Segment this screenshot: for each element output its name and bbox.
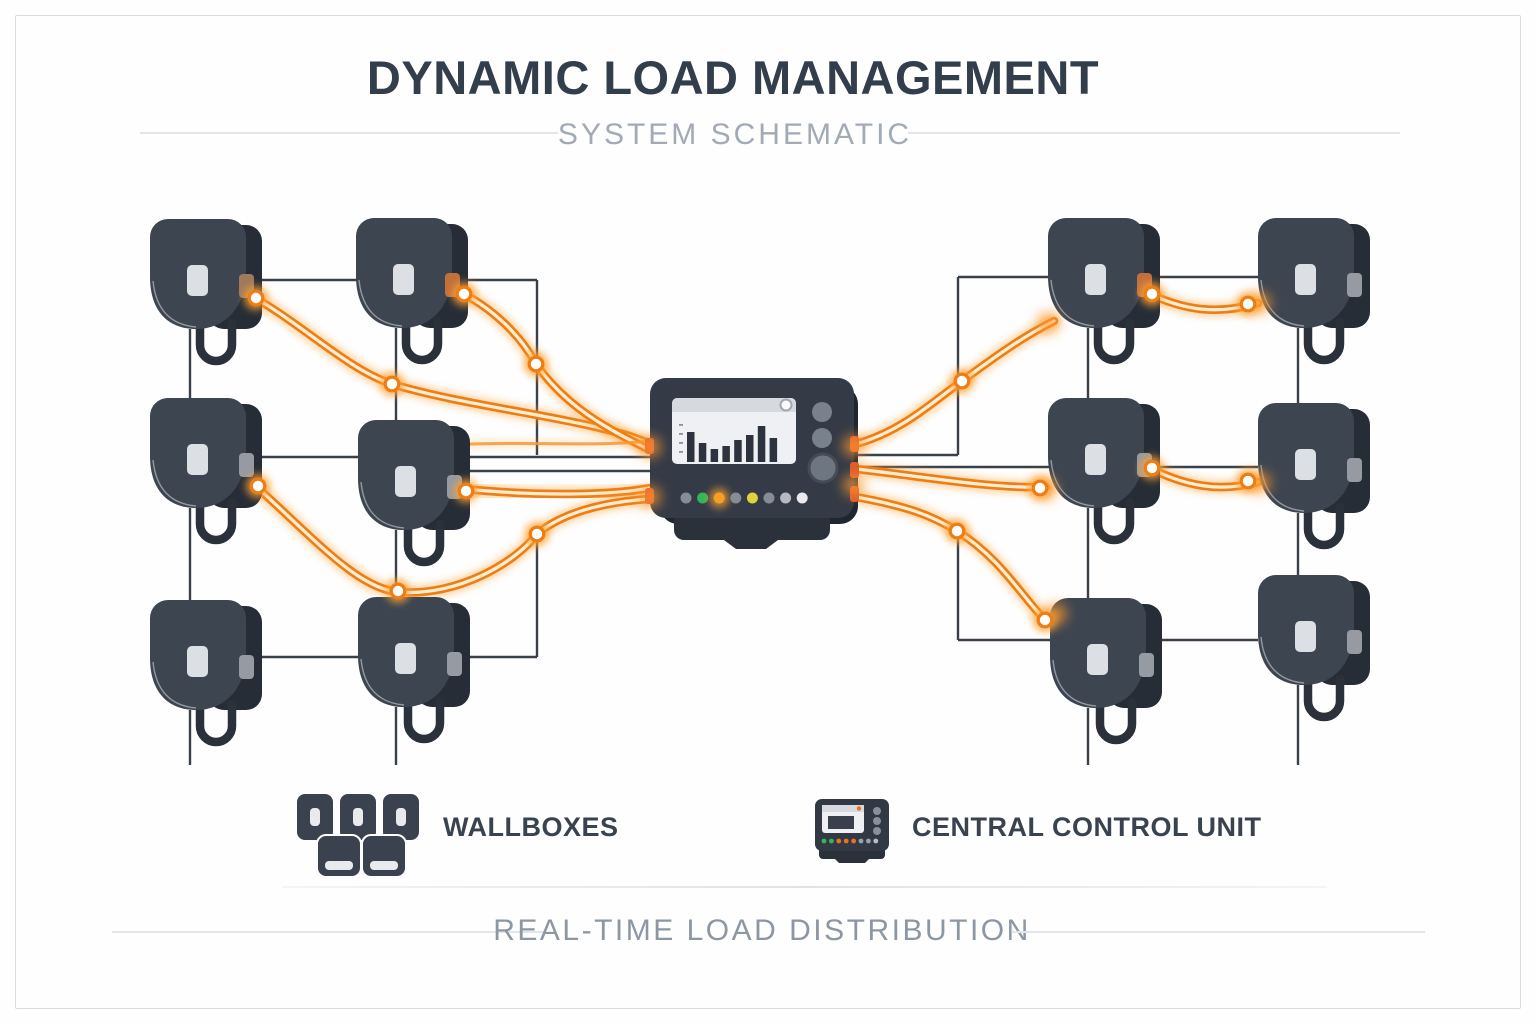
cable-node — [948, 522, 966, 540]
cable-node — [457, 482, 475, 500]
status-led — [780, 492, 792, 504]
wallbox-icon — [150, 219, 262, 366]
screen-bar — [698, 443, 707, 462]
connection-glow — [843, 474, 865, 496]
screen-bar — [734, 440, 742, 462]
status-led — [730, 492, 742, 504]
connection-glow — [1037, 312, 1059, 334]
status-led — [680, 492, 692, 504]
wallbox-icon — [358, 420, 470, 567]
subtitle-rule-left — [140, 132, 558, 134]
legend-icons — [295, 792, 889, 878]
footer-rule-right — [1012, 931, 1425, 933]
cable-node — [389, 582, 407, 600]
subtitle-rule-right — [908, 132, 1400, 134]
cable-core — [854, 495, 1047, 622]
wallbox-icon — [150, 600, 262, 747]
status-led — [713, 492, 725, 504]
wallbox-icon — [1258, 575, 1370, 722]
cable-node — [1239, 472, 1257, 490]
cable-node — [1143, 459, 1161, 477]
status-led — [796, 492, 808, 504]
wallbox-group — [150, 218, 1370, 747]
cable-glow — [849, 490, 1052, 627]
screen-bar — [687, 432, 695, 462]
legend-divider — [282, 886, 1327, 888]
status-led — [763, 492, 775, 504]
cable-port — [850, 462, 859, 478]
screen-titlebar-dot — [779, 398, 793, 412]
cable-nodes — [244, 282, 1271, 632]
cable-node — [1239, 295, 1257, 313]
screen-bar — [722, 446, 730, 462]
power-cable — [851, 492, 1050, 625]
screen-bar — [710, 449, 719, 462]
cable-node — [383, 375, 401, 393]
screen-bar — [757, 426, 766, 462]
wallbox-icon — [1258, 218, 1370, 365]
cable-node — [249, 477, 267, 495]
central-control-unit — [645, 378, 859, 549]
unit-button — [812, 402, 832, 422]
legend-wallboxes-icon — [295, 792, 421, 878]
screen-bar — [746, 435, 754, 462]
control-unit-icon — [645, 378, 859, 549]
cable-node — [1036, 611, 1054, 629]
legend-ccu-icon — [815, 799, 889, 863]
cable-node — [953, 372, 971, 390]
wallbox-icon — [1258, 403, 1370, 550]
status-led — [697, 492, 709, 504]
cable-core — [248, 479, 652, 595]
cable-node — [247, 289, 265, 307]
cable-node — [455, 285, 473, 303]
unit-button — [812, 428, 832, 448]
page-subtitle: SYSTEM SCHEMATIC — [557, 118, 913, 151]
page-title: DYNAMIC LOAD MANAGEMENT — [366, 51, 1100, 104]
legend-label-central-control-unit: CENTRAL CONTROL UNIT — [912, 812, 1262, 842]
unit-dial — [807, 452, 839, 484]
cable-node — [527, 355, 545, 373]
connection-glow — [639, 486, 661, 508]
cable-glow — [445, 281, 657, 457]
cable-core — [453, 486, 652, 496]
connection-glow — [639, 436, 661, 458]
cable-node — [528, 525, 546, 543]
cable-node — [1143, 285, 1161, 303]
footer-caption: REAL-TIME LOAD DISTRIBUTION — [493, 914, 1031, 947]
legend-label-wallboxes: WALLBOXES — [443, 812, 619, 842]
status-led — [746, 492, 758, 504]
wallbox-icon — [358, 597, 470, 744]
footer-rule-left — [112, 931, 545, 933]
wallbox-icon — [356, 218, 468, 365]
screen-bar — [769, 438, 778, 462]
wallbox-icon — [150, 398, 262, 545]
cable-core — [854, 467, 1048, 489]
wallbox-icon — [1050, 598, 1162, 745]
cable-node — [1031, 479, 1049, 497]
connection-glow — [843, 435, 865, 457]
